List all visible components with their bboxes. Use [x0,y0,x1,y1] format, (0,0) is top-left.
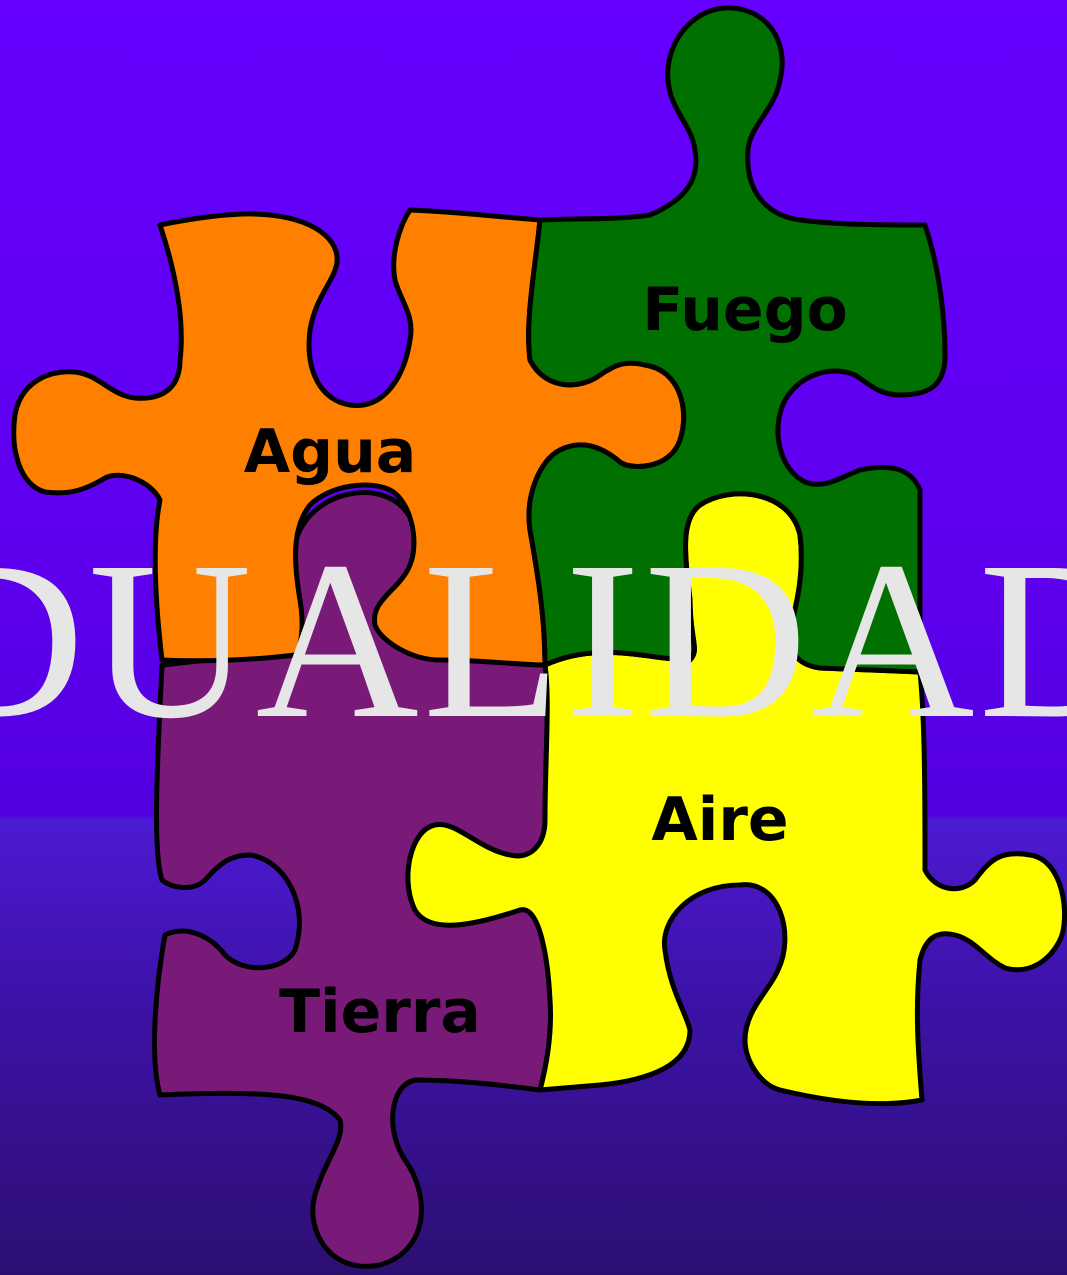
piece-label-fuego: Fuego [642,275,848,345]
piece-label-tierra: Tierra [279,977,481,1047]
puzzle-piece-fuego-shape [526,5,948,675]
puzzle-piece-fuego: Fuego [526,5,948,675]
piece-label-aire: Aire [651,785,788,855]
puzzle-piece-tierra: Tierra [152,490,553,1269]
piece-label-agua: Agua [244,417,417,487]
